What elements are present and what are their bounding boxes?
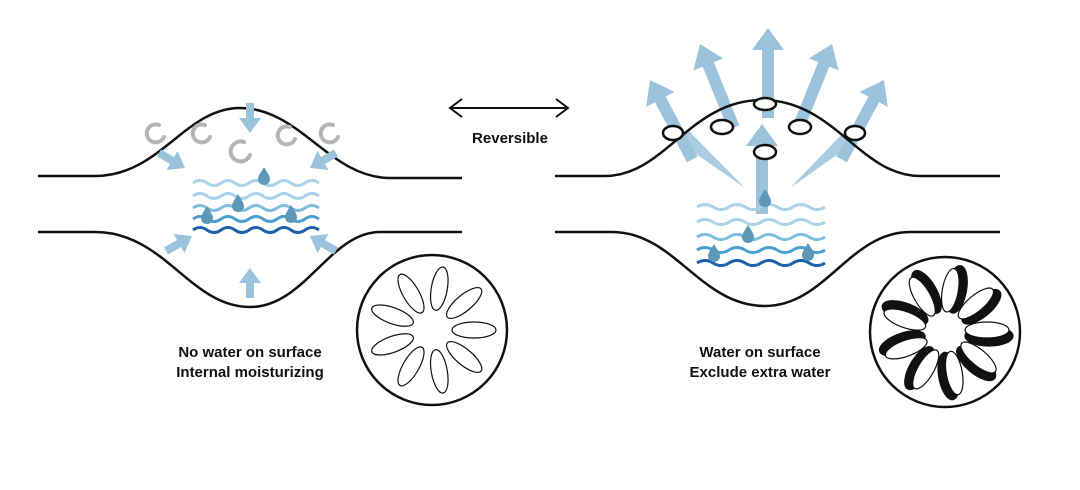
right-top-membrane <box>555 98 1000 178</box>
left-gray-pores <box>144 122 340 164</box>
right-caption: Water on surface Exclude extra water <box>640 343 880 383</box>
right-cross-section <box>868 255 1022 409</box>
right-caption-line2: Exclude extra water <box>689 364 831 381</box>
reversible-arrow <box>448 98 570 118</box>
left-top-membrane <box>38 106 462 180</box>
right-outward-arrows <box>635 28 899 214</box>
right-bottom-membrane <box>555 230 1000 308</box>
left-cross-section <box>355 253 509 407</box>
left-caption: No water on surface Internal moisturizin… <box>130 343 370 383</box>
left-caption-line1: No water on surface <box>178 344 322 361</box>
reversible-label: Reversible <box>472 130 548 147</box>
right-open-pores <box>661 96 867 161</box>
left-water-waves <box>192 179 320 234</box>
left-caption-line2: Internal moisturizing <box>176 364 324 381</box>
right-caption-line1: Water on surface <box>699 344 821 361</box>
left-panel <box>38 103 509 407</box>
left-bottom-membrane <box>38 230 462 309</box>
right-panel <box>555 28 1022 409</box>
